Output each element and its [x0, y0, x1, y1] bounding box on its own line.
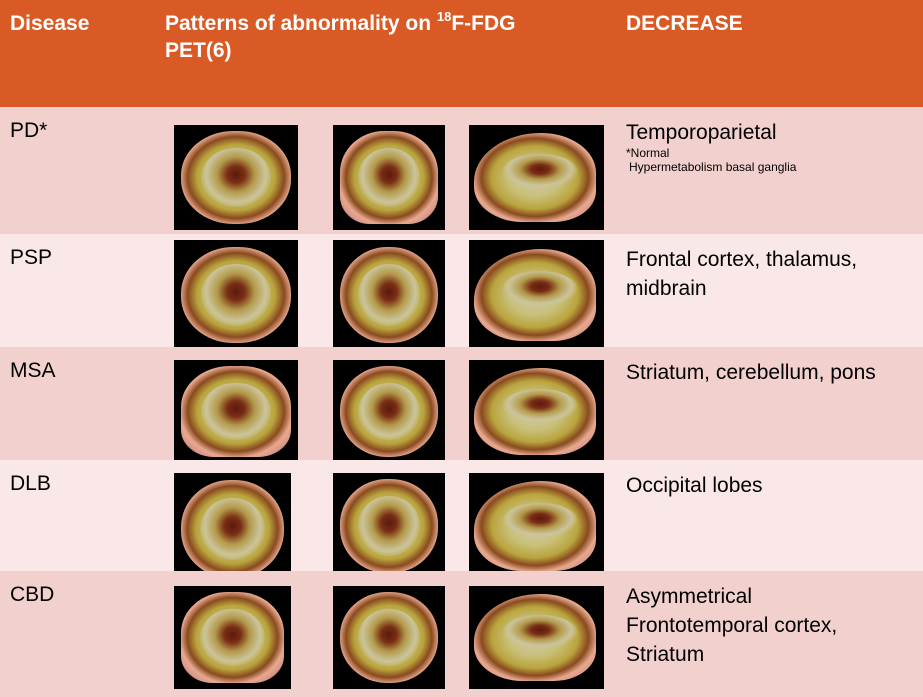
disease-label: CBD: [10, 583, 55, 606]
pet-scan-image: [333, 360, 445, 463]
pet-scan-image: [333, 473, 445, 579]
pet-scan-image: [174, 586, 291, 689]
pet-scan-image: [469, 125, 604, 230]
decrease-text: Asymmetrical Frontotemporal cortex, Stri…: [626, 585, 838, 666]
table-row-pd: PD* Temporoparietal *Normal Hypermetabol…: [0, 107, 923, 234]
table-row-msa: MSA Striatum, cerebellum, pons: [0, 347, 923, 463]
footnote: *Normal Hypermetabolism basal ganglia: [626, 146, 797, 174]
header-disease: Disease: [10, 12, 90, 35]
disease-label: DLB: [10, 472, 51, 495]
decrease-text: Temporoparietal *Normal Hypermetabolism …: [626, 118, 921, 174]
table-row-dlb: DLB Occipital lobes: [0, 460, 923, 585]
header-decrease: DECREASE: [626, 12, 743, 35]
disease-label: PD*: [10, 119, 48, 142]
pet-scan-image: [174, 360, 298, 463]
decrease-text: Occipital lobes: [626, 474, 763, 497]
pet-scan-image: [333, 586, 445, 689]
pet-scan-image: [469, 473, 604, 579]
pet-scan-image: [174, 240, 298, 350]
disease-label: MSA: [10, 359, 56, 382]
table-row-cbd: CBD Asymmetrical Frontotemporal cortex, …: [0, 571, 923, 697]
pet-scan-image: [469, 360, 604, 463]
pet-scan-image: [174, 473, 291, 585]
pet-scan-image: [174, 125, 298, 230]
decrease-text: Striatum, cerebellum, pons: [626, 361, 876, 384]
header-patterns: Patterns of abnormality on 18F-FDG PET(6…: [165, 9, 516, 62]
decrease-text: Frontal cortex, thalamus, midbrain: [626, 248, 858, 300]
pet-scan-image: [333, 240, 445, 350]
pet-scan-image: [333, 125, 445, 230]
disease-label: PSP: [10, 246, 53, 269]
table-header: Disease Patterns of abnormality on 18F-F…: [0, 0, 923, 107]
table-row-psp: PSP Frontal cortex, thalamus, midbrain: [0, 234, 923, 350]
pet-scan-image: [469, 586, 604, 689]
pet-scan-image: [469, 240, 604, 350]
